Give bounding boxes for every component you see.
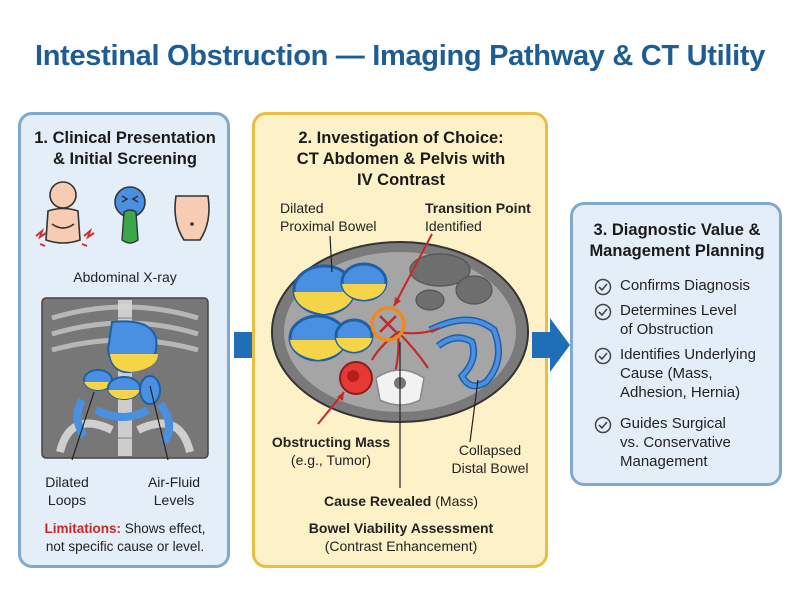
panel3-heading-line1: 3. Diagnostic Value & — [593, 221, 761, 239]
panel2-heading: 2. Investigation of Choice: CT Abdomen &… — [256, 128, 546, 191]
item-text: Adhesion, Hernia) — [620, 384, 741, 401]
xray-label: Abdominal X-ray — [73, 269, 177, 285]
label-collapsed-line2: Distal Bowel — [451, 460, 529, 476]
item-text: Identifies Underlying — [620, 346, 756, 363]
label-collapsed-line1: Collapsed — [458, 442, 522, 458]
page-title: Intestinal Obstruction — Imaging Pathway… — [34, 40, 766, 72]
limitations-text-1: Shows effect, — [120, 521, 206, 536]
list-item: Determines Level of Obstruction — [594, 301, 774, 339]
item-text: Confirms Diagnosis — [620, 277, 751, 294]
viability-bold: Bowel Viability Assessment — [308, 520, 494, 536]
label-dilated-proximal-line1: Dilated — [280, 200, 324, 216]
vomiting-icon — [114, 186, 146, 244]
limitations-note: Limitations: Shows effect, not specific … — [22, 520, 228, 556]
item-text: Cause (Mass, — [620, 365, 713, 382]
item-text: Management — [620, 453, 708, 470]
label-collapsed-distal-bowel: Collapsed Distal Bowel — [440, 441, 540, 477]
cause-revealed-bold: Cause Revealed — [323, 493, 432, 509]
label-transition-line2: Identified — [425, 218, 482, 234]
label-air-fluid-levels: Air-Fluid Levels — [134, 473, 214, 509]
panel3-heading: 3. Diagnostic Value & Management Plannin… — [574, 220, 780, 262]
abdominal-pain-icon — [35, 181, 95, 247]
label-mass-line1: Obstructing Mass — [271, 434, 391, 450]
label-bowel-viability: Bowel Viability Assessment (Contrast Enh… — [256, 519, 546, 555]
panel2-heading-line3: IV Contrast — [356, 171, 445, 189]
panel3-heading-line2: Management Planning — [589, 242, 765, 260]
label-dilated-proximal-bowel: Dilated Proximal Bowel — [280, 199, 420, 235]
limitations-text-2: not specific cause or level. — [45, 539, 205, 554]
diagnostic-value-list: Confirms Diagnosis Determines Level of Ob… — [594, 276, 774, 471]
limitations-label: Limitations: — [44, 521, 121, 536]
panel1-heading: 1. Clinical Presentation & Initial Scree… — [22, 128, 228, 170]
cause-revealed-rest: (Mass) — [431, 493, 479, 509]
label-dilated-loops-line2: Loops — [47, 492, 87, 508]
label-dilated-proximal-line2: Proximal Bowel — [280, 218, 377, 234]
label-dilated-loops-line1: Dilated — [45, 474, 89, 490]
item-text: Guides Surgical — [620, 415, 726, 432]
viability-rest: (Contrast Enhancement) — [324, 538, 478, 554]
label-obstructing-mass: Obstructing Mass (e.g., Tumor) — [266, 433, 396, 469]
label-transition-point: Transition Point Identified — [425, 199, 545, 235]
item-text: Determines Level — [620, 302, 737, 319]
check-circle-icon — [594, 416, 612, 434]
panel2-heading-line2: CT Abdomen & Pelvis with — [296, 150, 506, 168]
panel1-heading-line2: & Initial Screening — [53, 150, 197, 168]
item-text: of Obstruction — [620, 321, 714, 338]
label-air-fluid-line2: Levels — [153, 492, 195, 508]
panel-diagnostic-value — [570, 202, 782, 486]
label-dilated-loops: Dilated Loops — [32, 473, 102, 509]
label-transition-line1: Transition Point — [425, 200, 531, 216]
label-cause-revealed: Cause Revealed (Mass) — [256, 492, 546, 510]
label-air-fluid-line1: Air-Fluid — [147, 474, 201, 490]
panel2-heading-line1: 2. Investigation of Choice: — [298, 129, 504, 147]
check-circle-icon — [594, 303, 612, 321]
item-text: vs. Conservative — [620, 434, 731, 451]
panel1-heading-line1: 1. Clinical Presentation — [34, 129, 216, 147]
list-item: Confirms Diagnosis — [594, 276, 774, 296]
label-mass-line2: (e.g., Tumor) — [290, 452, 372, 468]
check-circle-icon — [594, 278, 612, 296]
check-circle-icon — [594, 347, 612, 365]
distended-abdomen-icon — [174, 195, 210, 241]
